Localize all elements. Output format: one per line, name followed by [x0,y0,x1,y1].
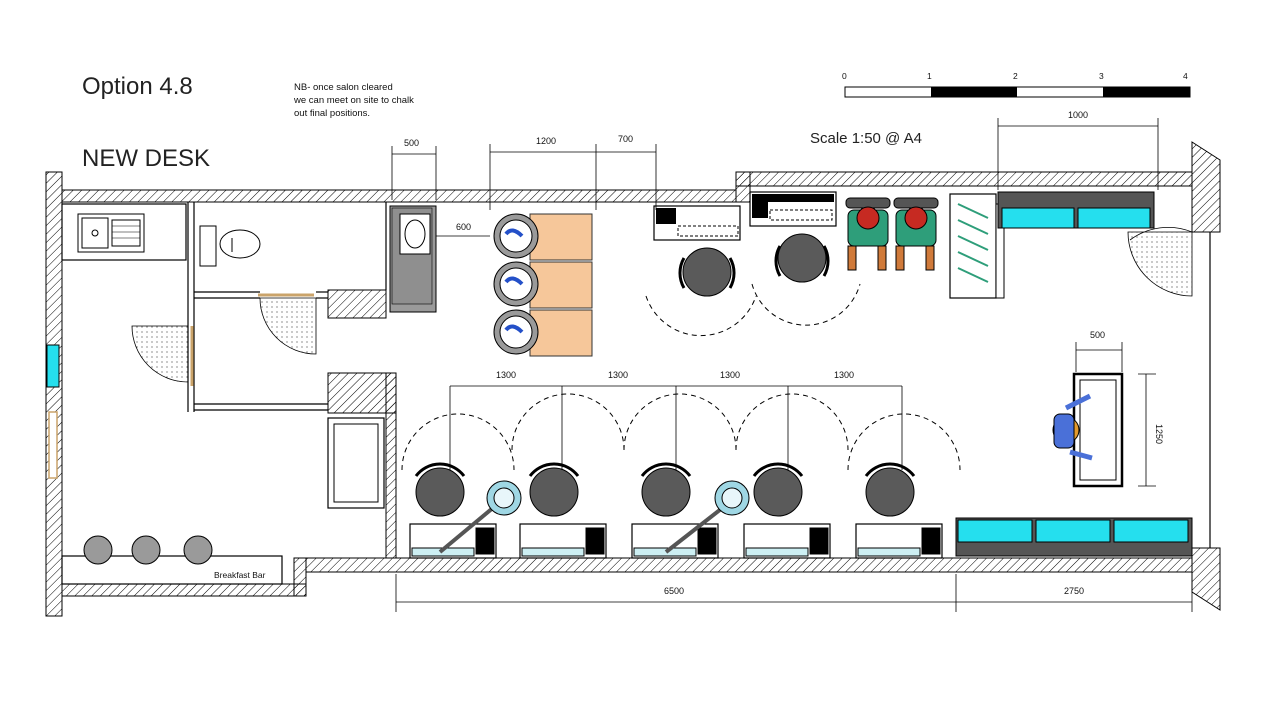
upper-clearance-arc-1 [645,295,757,337]
cupboard [327,417,385,509]
reception-desk [1072,372,1124,488]
dim-1300-d: 1300 [834,370,854,380]
receptionist [1052,393,1093,461]
upper-chair-1 [678,247,736,297]
dimension-lines [391,118,1193,612]
dim-1200-top: 1200 [536,136,556,146]
lower-chair-5 [864,462,916,517]
waiting-person-2 [893,197,939,271]
wash-basin-2 [493,261,539,307]
lower-chair-2 [528,462,580,517]
door-swing-entrance-top [1127,231,1193,297]
breakfast-bar: Breakfast Bar [61,535,283,585]
basin-unit [389,205,437,313]
dim-600: 600 [456,222,471,232]
upper-clearance-arc-2 [751,283,861,326]
dim-1300-b: 1300 [608,370,628,380]
dim-6500: 6500 [664,586,684,596]
note-line-3: out final positions. [294,108,370,119]
dim-500-top: 500 [404,138,419,148]
backwash-stations [493,213,593,357]
dim-500-desk: 500 [1090,330,1105,340]
dim-700-top: 700 [618,134,633,144]
lower-clearance-arcs [401,393,961,471]
lower-chair-4 [752,462,804,517]
dim-1000-top: 1000 [1068,110,1088,120]
scale-tick-3: 3 [1099,71,1104,81]
hood-dryer-2 [664,480,750,554]
coat-rack [949,193,1005,299]
hood-dryer-1 [438,480,522,554]
scale-label: Scale 1:50 @ A4 [810,130,922,147]
window-lower [48,411,58,479]
walls [45,141,1221,617]
upper-chair-2 [774,233,830,283]
lower-chair-1 [414,462,466,517]
waiting-person-1 [845,197,891,271]
scale-tick-1: 1 [927,71,932,81]
lower-chair-guides [449,386,903,470]
dim-1300-a: 1300 [496,370,516,380]
lower-desks [409,523,943,559]
door-swing-wc [259,297,317,355]
wash-basin-3 [493,309,539,355]
scale-tick-4: 4 [1183,71,1188,81]
note-line-2: we can meet on site to chalk [293,95,414,106]
lower-chair-3 [640,462,692,517]
note-line-1: NB- once salon cleared [294,82,393,93]
door-swing-left [131,325,189,383]
plan-title: Option 4.8 [82,73,193,100]
scale-tick-0: 0 [842,71,847,81]
dim-1300-c: 1300 [720,370,740,380]
breakfast-bar-label: Breakfast Bar [214,570,266,580]
partitions [61,202,387,412]
toilet [199,225,261,267]
dim-2750: 2750 [1064,586,1084,596]
door-swing-arc [1129,227,1193,241]
cyan-sofa-top [997,191,1155,229]
wash-basin-1 [493,213,539,259]
dim-1250-desk: 1250 [1154,424,1164,444]
scale-tick-2: 2 [1013,71,1018,81]
scale-bar: 0 1 2 3 4 [842,71,1191,98]
cyan-sofa-bottom [955,517,1193,557]
kitchen-sink [77,213,145,253]
upper-desks [653,191,837,241]
plan-subtitle: NEW DESK [82,145,210,172]
window-upper [46,344,60,388]
